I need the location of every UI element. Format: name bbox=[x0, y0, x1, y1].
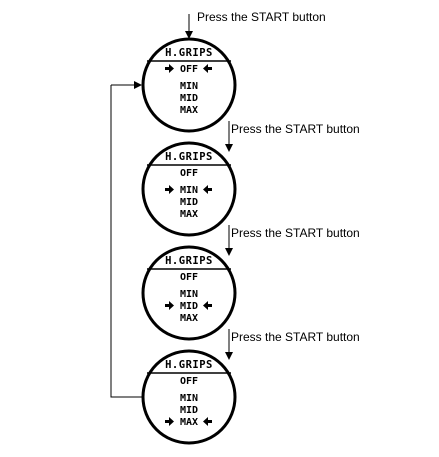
menu-option-min: MIN bbox=[180, 289, 198, 300]
menu-option-max: MAX bbox=[180, 417, 198, 428]
arrow-right-icon bbox=[165, 185, 174, 194]
menu-option-off: OFF bbox=[180, 168, 198, 179]
screen-bezel bbox=[141, 37, 237, 133]
arrow-left-icon bbox=[203, 185, 212, 194]
arrow-right-icon bbox=[165, 301, 174, 310]
menu-option-mid: MID bbox=[180, 405, 198, 416]
screen-title: H.GRIPS bbox=[165, 151, 213, 163]
menu-option-off: OFF bbox=[180, 272, 198, 283]
menu-option-max: MAX bbox=[180, 313, 198, 324]
step-instruction: Press the START button bbox=[231, 330, 360, 344]
step-instruction: Press the START button bbox=[231, 226, 360, 240]
arrow-left-icon bbox=[203, 301, 212, 310]
arrow-right-icon bbox=[165, 417, 174, 426]
screen-title: H.GRIPS bbox=[165, 255, 213, 267]
menu-option-min: MIN bbox=[180, 393, 198, 404]
menu-option-max: MAX bbox=[180, 209, 198, 220]
menu-option-mid: MID bbox=[180, 301, 198, 312]
step-instruction: Press the START button bbox=[231, 122, 360, 136]
menu-option-max: MAX bbox=[180, 105, 198, 116]
screen-title: H.GRIPS bbox=[165, 47, 213, 59]
menu-option-min: MIN bbox=[180, 81, 198, 92]
screen-title: H.GRIPS bbox=[165, 359, 213, 371]
arrow-left-icon bbox=[203, 417, 212, 426]
screen-bezel bbox=[141, 245, 237, 341]
menu-option-off: OFF bbox=[180, 376, 198, 387]
screen-bezel bbox=[141, 141, 237, 237]
arrow-left-icon bbox=[203, 64, 212, 73]
initial-instruction: Press the START button bbox=[197, 10, 326, 24]
menu-option-min: MIN bbox=[180, 185, 198, 196]
menu-option-off: OFF bbox=[180, 64, 198, 75]
arrow-right-icon bbox=[165, 64, 174, 73]
menu-option-mid: MID bbox=[180, 93, 198, 104]
menu-option-mid: MID bbox=[180, 197, 198, 208]
loop-back-connector bbox=[110, 85, 145, 398]
